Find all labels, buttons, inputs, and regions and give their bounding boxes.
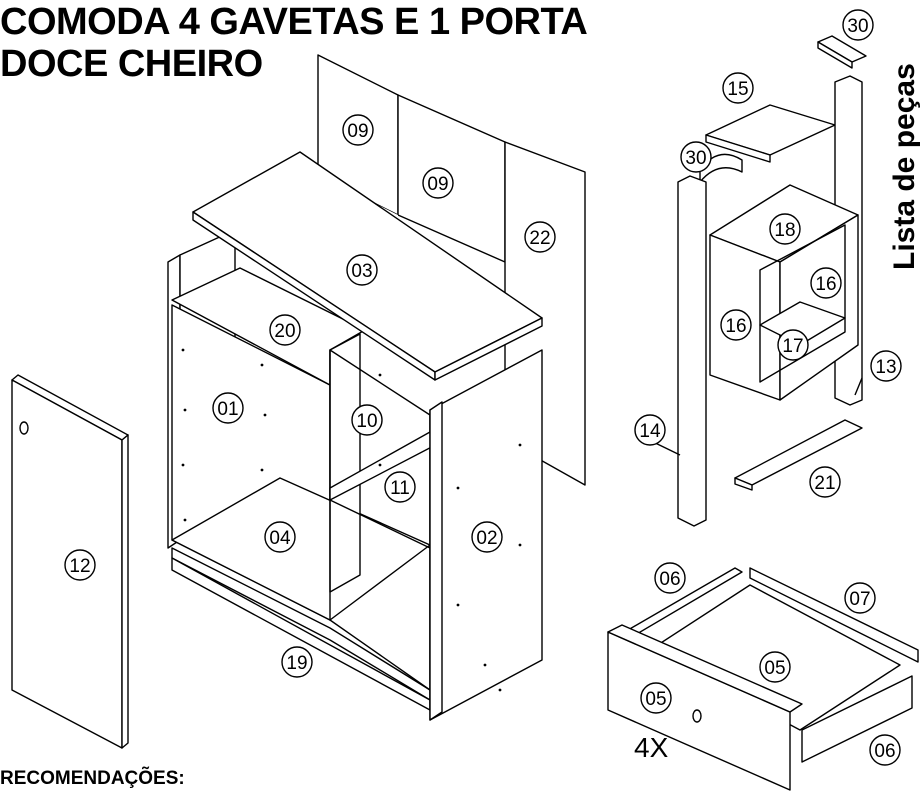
svg-text:03: 03 <box>351 261 372 282</box>
svg-text:11: 11 <box>390 478 410 499</box>
callout-03: 03 <box>346 254 378 286</box>
callout-11: 11 <box>384 471 416 503</box>
drawer-side-06b <box>801 675 913 763</box>
callout-05b: 05 <box>640 682 672 714</box>
callout-06a: 06 <box>654 562 686 594</box>
callout-14: 14 <box>634 414 666 446</box>
part-21 <box>734 419 863 486</box>
side-panel-02-edge <box>429 401 443 721</box>
callout-05a: 05 <box>759 651 791 683</box>
svg-text:16: 16 <box>725 316 746 337</box>
callout-16a: 16 <box>720 309 752 341</box>
svg-text:09: 09 <box>427 174 448 195</box>
callout-15: 15 <box>722 72 754 104</box>
title-line-2: DOCE CHEIRO <box>0 43 263 85</box>
drawer-knob-hole <box>692 709 702 723</box>
callout-30a: 30 <box>842 9 874 41</box>
svg-text:02: 02 <box>476 528 497 549</box>
callout-21: 21 <box>809 466 841 498</box>
svg-text:20: 20 <box>274 321 295 342</box>
svg-text:30: 30 <box>685 148 706 169</box>
callout-18: 18 <box>769 213 801 245</box>
callout-06b: 06 <box>869 734 901 766</box>
callout-17: 17 <box>777 329 809 361</box>
svg-text:05: 05 <box>645 689 666 710</box>
callout-12: 12 <box>64 549 96 581</box>
svg-text:17: 17 <box>782 336 803 357</box>
callout-09b: 09 <box>422 167 454 199</box>
door-knob-hole <box>19 421 29 435</box>
svg-text:06: 06 <box>659 569 680 590</box>
svg-text:19: 19 <box>286 653 307 674</box>
svg-text:07: 07 <box>849 589 870 610</box>
svg-text:18: 18 <box>774 220 795 241</box>
callout-04: 04 <box>264 521 296 553</box>
svg-text:05: 05 <box>764 658 785 679</box>
svg-text:22: 22 <box>529 228 550 249</box>
callout-10: 10 <box>351 404 383 436</box>
title-line-1: COMODA 4 GAVETAS E 1 PORTA <box>0 1 588 43</box>
divider-10-edge <box>329 333 361 593</box>
svg-text:01: 01 <box>217 399 238 420</box>
callout-22: 22 <box>524 221 556 253</box>
upright-14 <box>677 175 707 527</box>
svg-text:12: 12 <box>69 556 90 577</box>
hutch-parts <box>644 35 867 527</box>
callout-02: 02 <box>471 521 503 553</box>
callout-09a: 09 <box>342 114 374 146</box>
svg-text:30: 30 <box>847 16 868 37</box>
dowel-holes <box>181 348 522 692</box>
callout-19: 19 <box>281 646 313 678</box>
drawer-back-07 <box>749 567 919 663</box>
callout-20: 20 <box>269 314 301 346</box>
svg-text:04: 04 <box>269 528 291 549</box>
callout-16b: 16 <box>810 267 842 299</box>
callout-30b: 30 <box>680 141 712 173</box>
callout-01: 01 <box>212 392 244 424</box>
svg-text:13: 13 <box>875 357 896 378</box>
drawer-quantity: 4X <box>634 732 669 763</box>
svg-text:15: 15 <box>727 79 748 100</box>
svg-text:09: 09 <box>347 121 368 142</box>
recommendations-heading: RECOMENDAÇÕES: <box>0 768 185 789</box>
part-callouts: 09 09 22 03 20 01 10 11 04 02 19 12 30 1… <box>64 9 902 766</box>
callout-13: 13 <box>870 350 902 382</box>
top-panel-03-side <box>434 317 543 381</box>
svg-text:21: 21 <box>814 473 835 494</box>
callout-07: 07 <box>844 582 876 614</box>
svg-text:06: 06 <box>874 741 895 762</box>
svg-text:16: 16 <box>815 274 836 295</box>
svg-text:14: 14 <box>639 421 661 442</box>
svg-text:10: 10 <box>356 411 377 432</box>
